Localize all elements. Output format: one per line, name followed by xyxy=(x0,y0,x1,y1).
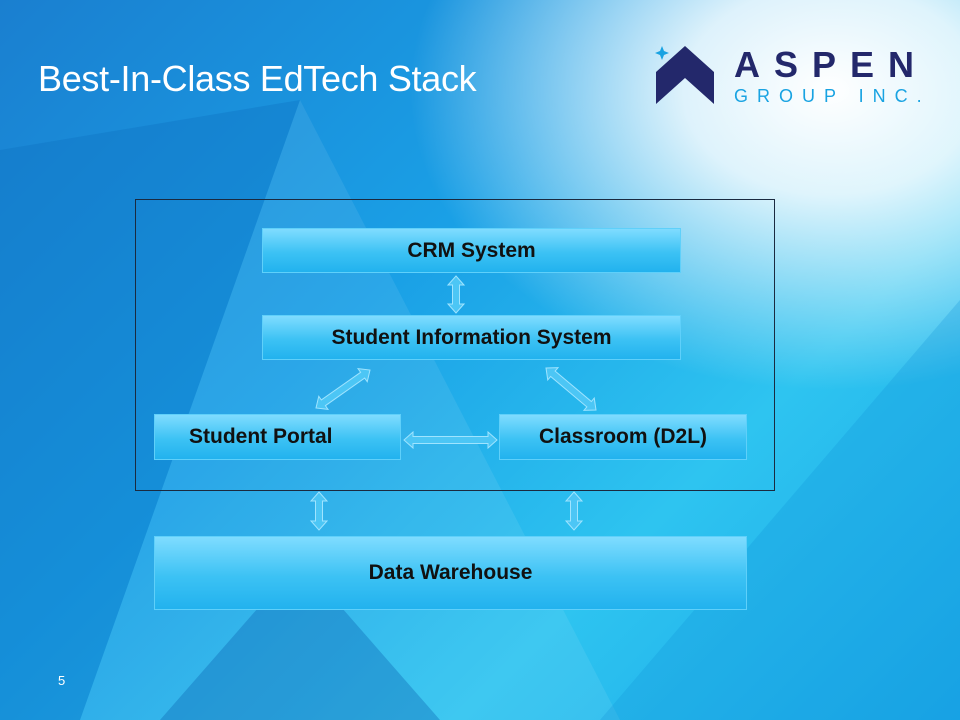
crm-system-box: CRM System xyxy=(262,228,681,273)
aspen-logo: ASPEN GROUP INC. xyxy=(652,42,932,112)
slide-title: Best-In-Class EdTech Stack xyxy=(38,58,477,99)
core-systems-frame xyxy=(135,199,775,491)
data-warehouse-box: Data Warehouse xyxy=(154,536,747,610)
student-portal-box: Student Portal xyxy=(154,414,401,460)
logo-subtitle: GROUP INC. xyxy=(734,86,931,106)
student-information-system-box: Student Information System xyxy=(262,315,681,360)
mountain-logo-icon xyxy=(655,46,714,104)
page-number: 5 xyxy=(58,673,66,688)
logo-name: ASPEN xyxy=(734,44,929,85)
classroom-d2l-box: Classroom (D2L) xyxy=(499,414,747,460)
